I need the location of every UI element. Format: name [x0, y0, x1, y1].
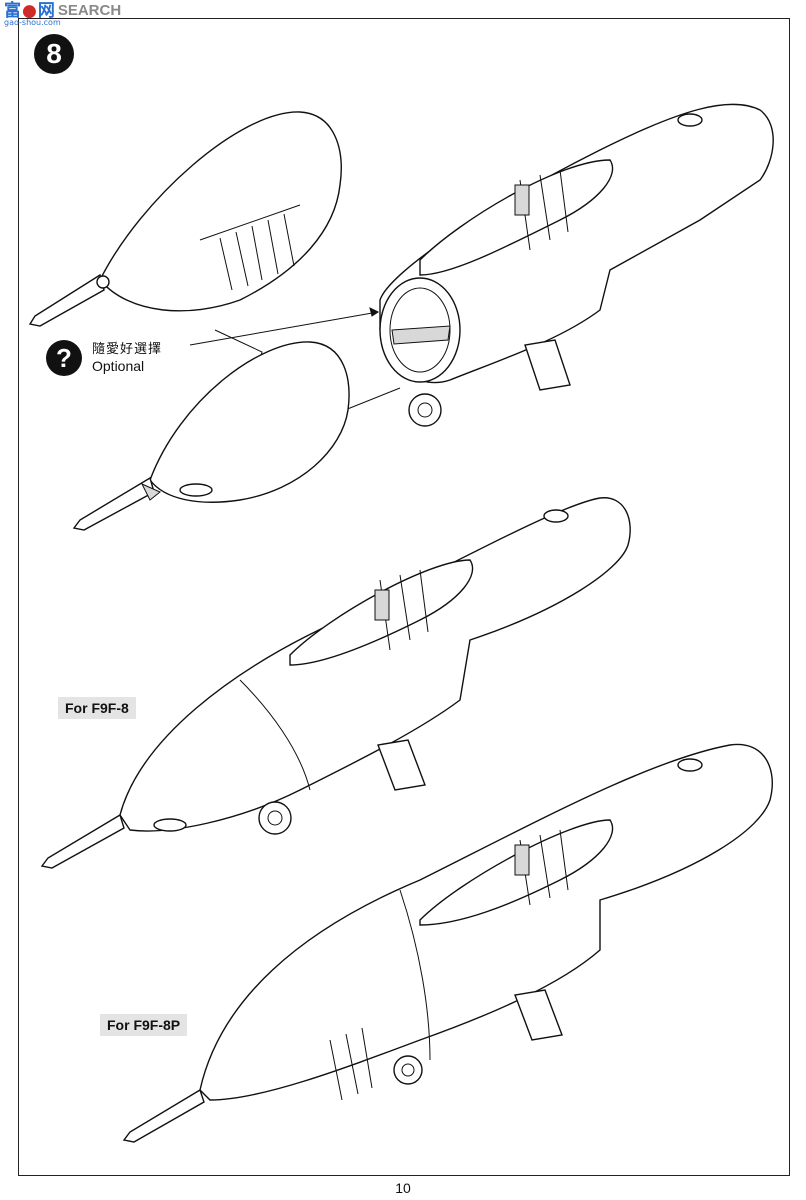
nose-cone-standard-drawing [74, 342, 349, 530]
assembly-leader-line-2 [345, 388, 400, 410]
watermark: 富 ● 网 SEARCH [4, 2, 121, 32]
variant-label-f9f8p: For F9F-8P [100, 1014, 188, 1036]
fuselage-assembly-1-drawing [380, 104, 773, 426]
page-number: 10 [395, 1180, 411, 1196]
watermark-search: SEARCH [57, 2, 122, 19]
watermark-logo-icon: ● [22, 1, 38, 21]
optional-label-chinese: 隨愛好選擇 [92, 342, 163, 357]
question-mark-icon: ? [46, 340, 82, 376]
watermark-char-2: 网 [37, 1, 56, 21]
optional-label-english: Optional [92, 358, 145, 374]
watermark-char-1: 富 [4, 1, 22, 21]
variant-label-f9f8: For F9F-8 [58, 697, 136, 719]
optional-text: 隨愛好選擇 Optional [92, 342, 162, 374]
fuselage-f9f8-drawing [42, 498, 630, 868]
arrow-head-icon [370, 308, 378, 316]
optional-icon-glyph: ? [56, 342, 72, 373]
fuselage-f9f8p-drawing [124, 744, 772, 1142]
nose-cone-optional-drawing [30, 112, 341, 326]
optional-note: ? 隨愛好選擇 Optional [46, 340, 162, 376]
step-number: 8 [46, 38, 62, 69]
page-frame [18, 18, 790, 1176]
step-number-icon: 8 [34, 34, 74, 74]
watermark-url: gao-shou.com [4, 18, 61, 27]
